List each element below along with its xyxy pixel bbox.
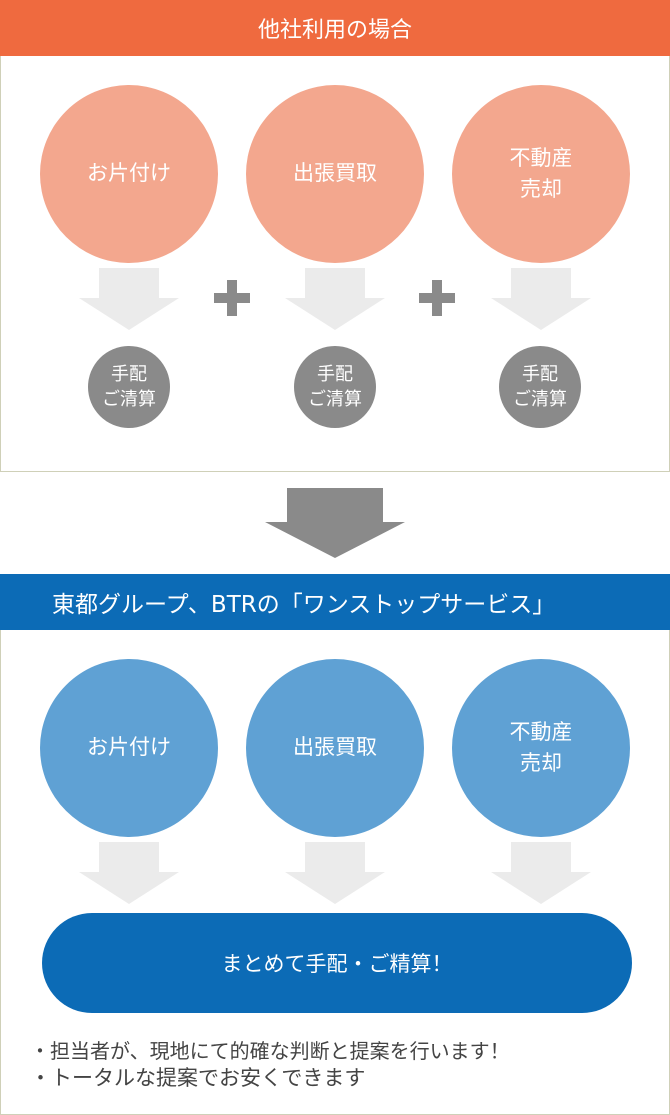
settlement-label: ご清算 [102,389,156,410]
settlement-label: ご清算 [513,389,567,410]
one-stop-banner: 東都グループ、BTRの「ワンストップサービス」 [0,574,670,630]
transition-arrow-icon [265,488,405,558]
service-label: 出張買取 [293,161,377,186]
combined-settlement-label: まとめて手配・ご精算！ [221,952,453,976]
settlement-label: ご清算 [308,389,362,410]
down-arrow-icon [491,268,591,330]
note-line: ・トータルな提案でお安くできます [30,1066,366,1090]
other-company-banner: 他社利用の場合 [0,0,670,56]
other-company-title: 他社利用の場合 [257,18,412,43]
settlement-label: 手配 [317,363,353,385]
service-circle-cleanup: お片付け [40,85,218,263]
service-label: 売却 [520,751,562,775]
down-arrow-icon [79,842,179,904]
service-circle-realestate: 不動産 売却 [452,85,630,263]
plus-icon [214,280,250,316]
service-label: 出張買取 [293,735,377,760]
down-arrow-icon [79,268,179,330]
service-label: 売却 [520,177,562,201]
settlement-label: 手配 [522,363,558,385]
service-circle-buyback: 出張買取 [246,85,424,263]
service-label: 不動産 [509,145,573,170]
service-circle-buyback: 出張買取 [246,659,424,837]
settlement-circle: 手配 ご清算 [88,346,170,428]
settlement-label: 手配 [111,363,147,385]
one-stop-title: 東都グループ、BTRの「ワンストップサービス」 [52,592,556,618]
down-arrow-icon [285,268,385,330]
service-label: お片付け [87,735,171,760]
down-arrow-icon [491,842,591,904]
settlement-circle: 手配 ご清算 [294,346,376,428]
service-label: お片付け [87,161,171,186]
down-arrow-icon [285,842,385,904]
plus-icon [419,280,455,316]
combined-settlement-pill: まとめて手配・ご精算！ [42,913,632,1013]
service-circle-cleanup: お片付け [40,659,218,837]
settlement-circle: 手配 ご清算 [499,346,581,428]
note-line: ・担当者が、現地にて的確な判断と提案を行います！ [30,1039,510,1063]
service-label: 不動産 [509,719,573,744]
service-circle-realestate: 不動産 売却 [452,659,630,837]
